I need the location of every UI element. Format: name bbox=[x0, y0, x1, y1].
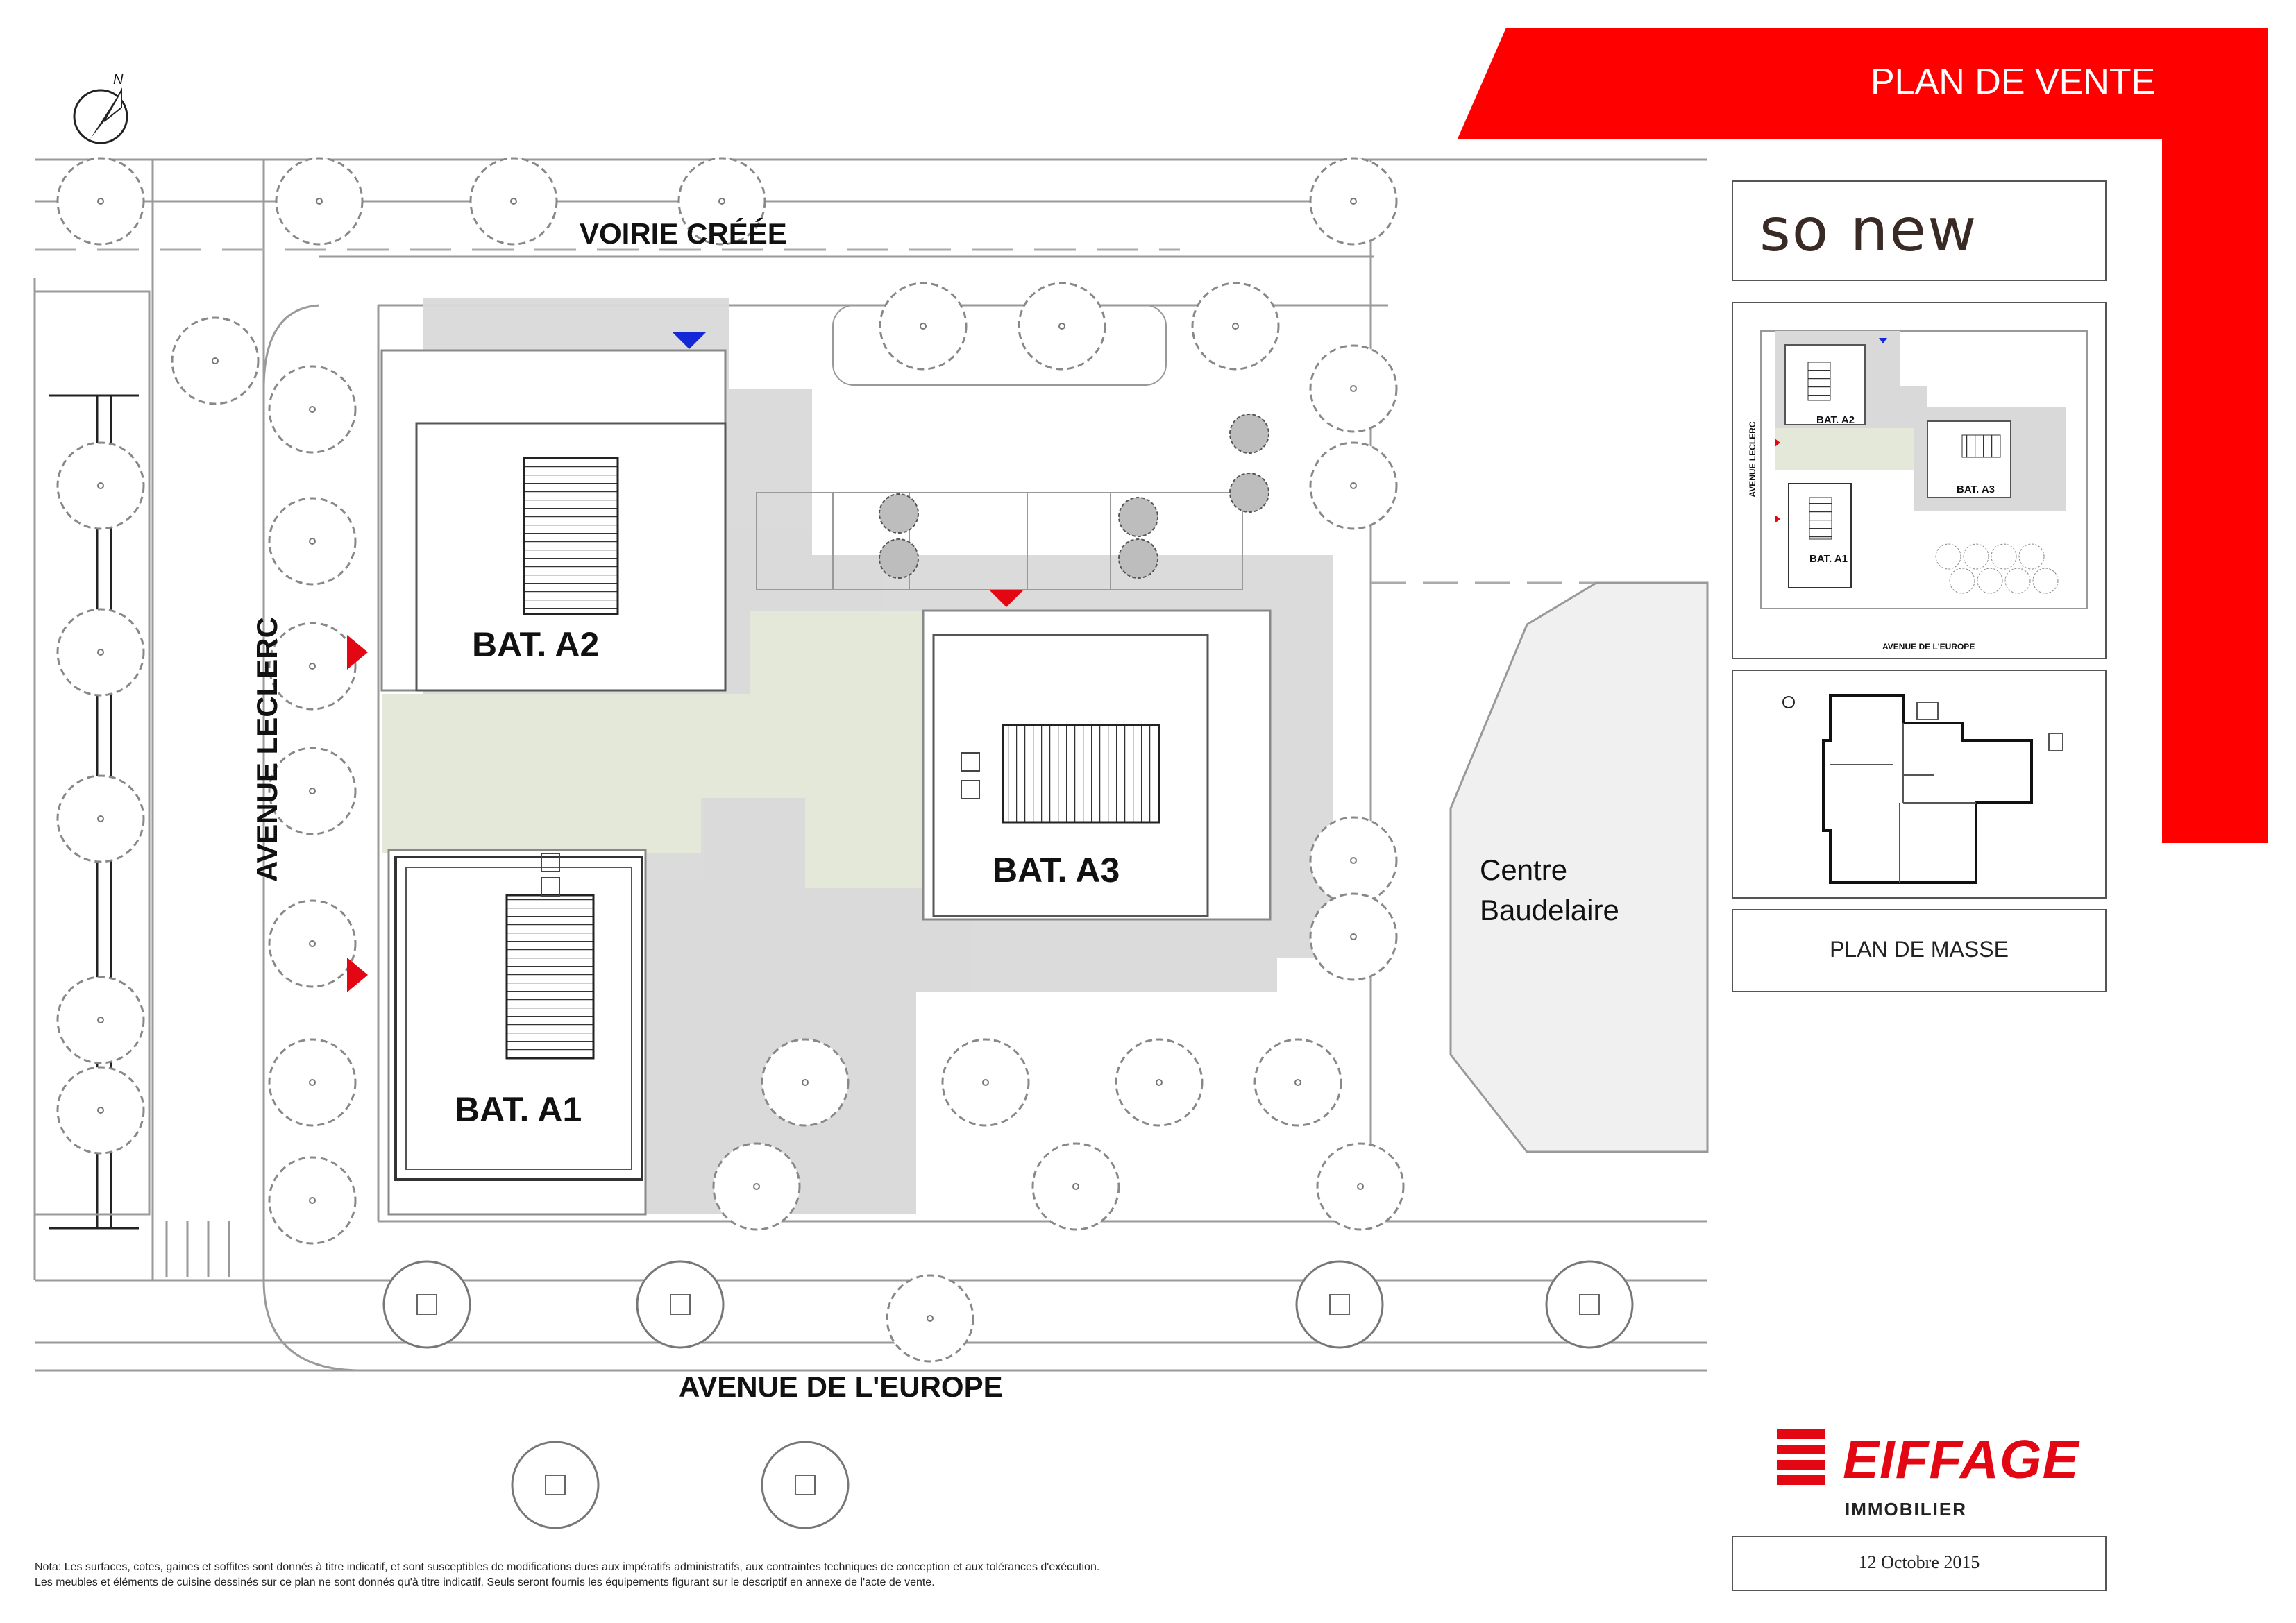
mini-label-west: AVENUE LECLERC bbox=[1748, 421, 1757, 498]
brand-name: so new bbox=[1759, 196, 1978, 265]
note-line2: Les meubles et éléments de cuisine dessi… bbox=[35, 1577, 935, 1588]
street-south: AVENUE DE L'EUROPE bbox=[679, 1370, 1003, 1403]
mini-label-a3: BAT. A3 bbox=[1957, 484, 1995, 495]
eiffage-logo-icon bbox=[1777, 1429, 1825, 1485]
mini-map-panel: BAT. A2 BAT. A3 BAT. A1 AVENUE DE L'EURO… bbox=[1732, 302, 2107, 659]
street-west: AVENUE LECLERC bbox=[251, 617, 283, 882]
compass-icon bbox=[73, 87, 128, 144]
entry-arrow-a1 bbox=[347, 958, 368, 992]
centre-line1: Centre bbox=[1480, 853, 1568, 886]
centre-baudelaire-label: Centre Baudelaire bbox=[1480, 850, 1619, 931]
compass-north-label: N bbox=[113, 72, 124, 87]
header-band bbox=[1458, 28, 2268, 843]
mini-label-south: AVENUE DE L'EUROPE bbox=[1882, 642, 1975, 652]
developer-name: EIFFAGE bbox=[1843, 1429, 2079, 1490]
mini-label-a1: BAT. A1 bbox=[1809, 553, 1848, 565]
header-title: PLAN DE VENTE bbox=[1871, 62, 2156, 102]
floor-plan-thumbnail bbox=[1782, 694, 2063, 884]
date-label: 12 Octobre 2015 bbox=[1858, 1552, 1980, 1572]
entry-arrow-a2 bbox=[347, 635, 368, 670]
entry-arrow-north bbox=[672, 332, 707, 349]
building-a2 bbox=[380, 349, 727, 692]
shrubs bbox=[879, 414, 1269, 579]
label-bat-a1: BAT. A1 bbox=[455, 1090, 582, 1129]
note-line1: Nota: Les surfaces, cotes, gaines et sof… bbox=[35, 1561, 1100, 1573]
label-bat-a3: BAT. A3 bbox=[993, 851, 1120, 890]
mini-map bbox=[1760, 330, 2088, 609]
building-a3 bbox=[922, 609, 1272, 921]
brand-panel: so new bbox=[1732, 180, 2107, 281]
developer-subtitle: IMMOBILIER bbox=[1845, 1499, 1967, 1520]
plan-label-panel: PLAN DE MASSE bbox=[1732, 909, 2107, 992]
date-panel: 12 Octobre 2015 bbox=[1732, 1536, 2107, 1591]
entry-arrow-a3 bbox=[989, 590, 1024, 607]
note: Nota: Les surfaces, cotes, gaines et sof… bbox=[35, 1560, 1423, 1590]
floor-plan-panel bbox=[1732, 670, 2107, 899]
building-a1 bbox=[387, 849, 647, 1216]
centre-baudelaire bbox=[1449, 581, 1709, 1153]
plan-label: PLAN DE MASSE bbox=[1830, 937, 2009, 962]
street-north: VOIRIE CRÉÉE bbox=[580, 217, 787, 250]
label-bat-a2: BAT. A2 bbox=[472, 625, 600, 664]
centre-line2: Baudelaire bbox=[1480, 894, 1619, 926]
courtyard bbox=[382, 611, 923, 888]
mini-label-a2: BAT. A2 bbox=[1816, 414, 1855, 426]
